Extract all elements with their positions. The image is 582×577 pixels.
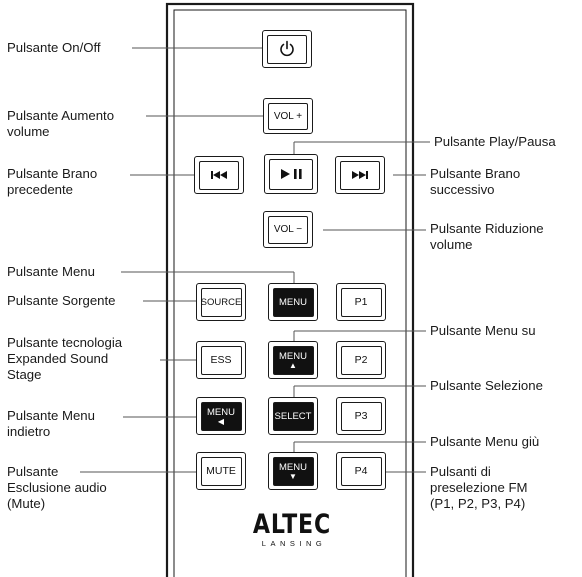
remote-inner-outline [173, 9, 407, 577]
power-button-face [267, 34, 307, 64]
label-mute-line1: Pulsante [7, 464, 59, 479]
label-menu-text: Pulsante Menu [7, 264, 95, 279]
label-menu-up-text: Pulsante Menu su [430, 323, 536, 338]
power-icon [280, 40, 294, 57]
p2-face: P2 [340, 345, 382, 375]
mute-button[interactable]: MUTE [196, 452, 246, 490]
label-presets-line3: (P1, P2, P3, P4) [430, 496, 526, 511]
ess-button[interactable]: ESS [196, 341, 246, 379]
label-menu-down: Pulsante Menu giù [430, 434, 539, 450]
remote-outline [165, 2, 415, 577]
label-ess-line2: Expanded Sound [7, 351, 109, 366]
select-face: SELECT [272, 401, 314, 431]
prev-track-face [199, 160, 239, 190]
menu-down-button[interactable]: MENU ▼ [268, 452, 318, 490]
label-ess-line3: Stage [7, 367, 42, 382]
play-pause-icon [281, 169, 302, 179]
label-select-text: Pulsante Selezione [430, 378, 543, 393]
vol-up-button[interactable]: VOL + [263, 98, 313, 134]
label-presets-line2: preselezione FM [430, 480, 528, 495]
menu-back-face: MENU ◀ [200, 401, 242, 431]
label-mute-line2: Esclusione audio [7, 480, 107, 495]
label-menu-back-line2: indietro [7, 424, 51, 439]
preset-p4-button[interactable]: P4 [336, 452, 386, 490]
next-track-face [340, 160, 380, 190]
menu-down-text: MENU [279, 461, 307, 473]
label-vol-up-line2: volume [7, 124, 50, 139]
label-play-pause-text: Pulsante Play/Pausa [434, 134, 556, 149]
source-face: SOURCE [200, 287, 242, 317]
label-source: Pulsante Sorgente [7, 293, 116, 309]
leader-lines [80, 47, 430, 473]
label-prev-line2: precedente [7, 182, 73, 197]
label-next-line1: Pulsante Brano [430, 166, 521, 181]
menu-button[interactable]: MENU [268, 283, 318, 321]
label-menu: Pulsante Menu [7, 264, 95, 280]
menu-up-button[interactable]: MENU ▲ [268, 341, 318, 379]
label-on-off-text: Pulsante On/Off [7, 40, 101, 55]
label-vol-down-line1: Pulsante Riduzione [430, 221, 544, 236]
p3-face: P3 [340, 401, 382, 431]
preset-p1-button[interactable]: P1 [336, 283, 386, 321]
arrow-up-icon: ▲ [289, 360, 297, 370]
label-prev-line1: Pulsante Brano [7, 166, 98, 181]
menu-up-face: MENU ▲ [272, 345, 314, 375]
label-play-pause: Pulsante Play/Pausa [434, 134, 556, 150]
menu-face: MENU [272, 287, 314, 317]
skip-previous-icon [211, 171, 227, 179]
power-button[interactable] [262, 30, 312, 68]
p1-face: P1 [340, 287, 382, 317]
select-button[interactable]: SELECT [268, 397, 318, 435]
mute-face: MUTE [200, 456, 242, 486]
menu-up-text: MENU [279, 350, 307, 362]
vol-down-button[interactable]: VOL − [263, 211, 313, 248]
label-ess-line1: Pulsante tecnologia [7, 335, 123, 350]
label-menu-up: Pulsante Menu su [430, 323, 536, 339]
skip-next-icon [352, 171, 368, 179]
menu-down-face: MENU ▼ [272, 456, 314, 486]
arrow-down-icon: ▼ [289, 471, 297, 481]
menu-back-text: MENU [207, 406, 235, 418]
menu-back-button[interactable]: MENU ◀ [196, 397, 246, 435]
brand-subtitle: LANSING [261, 539, 327, 548]
next-track-button[interactable] [335, 156, 385, 194]
play-pause-button[interactable] [264, 154, 318, 194]
label-mute-line3: (Mute) [7, 496, 46, 511]
vol-up-face: VOL + [268, 102, 308, 130]
label-on-off: Pulsante On/Off [7, 40, 101, 56]
label-vol-up-line1: Pulsante Aumento [7, 108, 115, 123]
prev-track-button[interactable] [194, 156, 244, 194]
play-pause-face [269, 158, 313, 190]
brand-name: ALTEC [252, 509, 332, 540]
vol-down-face: VOL − [268, 215, 308, 244]
ess-face: ESS [200, 345, 242, 375]
label-select: Pulsante Selezione [430, 378, 543, 394]
preset-p3-button[interactable]: P3 [336, 397, 386, 435]
label-presets-line1: Pulsanti di [430, 464, 491, 479]
arrow-left-icon: ◀ [217, 416, 225, 426]
p4-face: P4 [340, 456, 382, 486]
label-menu-down-text: Pulsante Menu giù [430, 434, 540, 449]
label-vol-down-line2: volume [430, 237, 473, 252]
label-source-text: Pulsante Sorgente [7, 293, 116, 308]
label-next-line2: successivo [430, 182, 495, 197]
brand-logo: ALTEC LANSING [240, 509, 344, 549]
label-menu-back-line1: Pulsante Menu [7, 408, 95, 423]
preset-p2-button[interactable]: P2 [336, 341, 386, 379]
source-button[interactable]: SOURCE [196, 283, 246, 321]
